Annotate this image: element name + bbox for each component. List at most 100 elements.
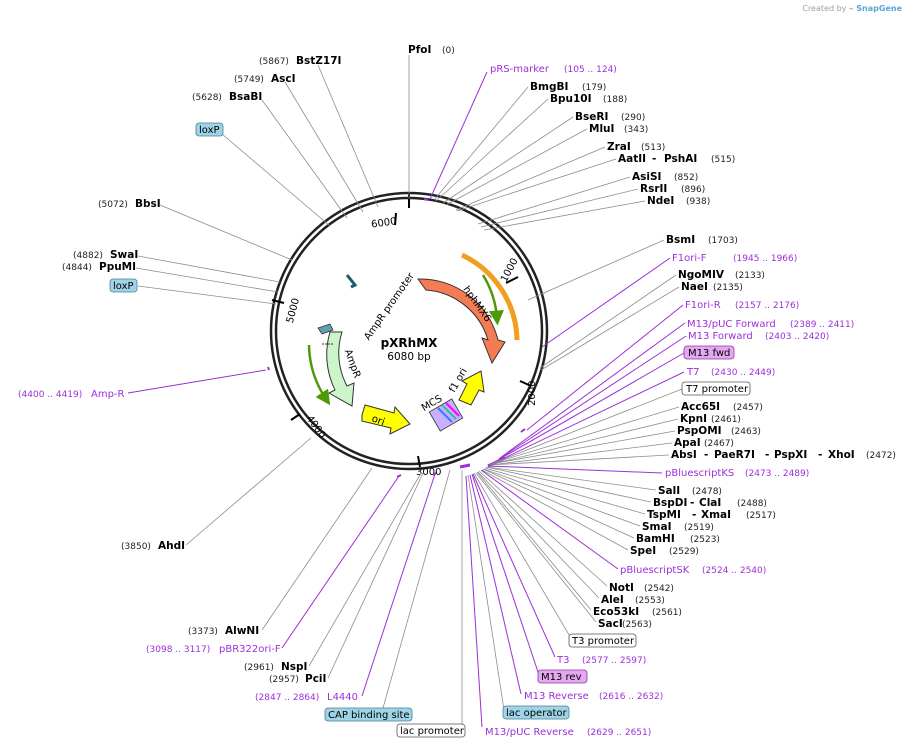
- m13-fwd-label: M13 fwd: [688, 348, 730, 359]
- leader-alwni: [261, 467, 373, 631]
- enzyme-pcii: PciI: [305, 673, 326, 685]
- enzyme-spei-pos: (2529): [669, 547, 699, 557]
- primer-amp-r-range: (4400 .. 4419): [18, 390, 82, 400]
- enzyme-pspomi-pos: (2463): [731, 427, 761, 437]
- leader-loxp-top: [221, 133, 331, 227]
- enzyme-noti: NotI: [609, 582, 634, 594]
- tick-label-6000: 6000: [371, 216, 398, 230]
- leader-mlui: [445, 128, 588, 206]
- leader-m13-reverse: [469, 474, 522, 695]
- enzyme-nspi: NspI: [281, 661, 307, 673]
- leader-noti: [478, 470, 608, 587]
- ampr-promoter-arrow: [317, 323, 334, 335]
- primer-f1ori-f-range: (1945 .. 1966): [733, 254, 797, 264]
- enzyme-bstz17i: BstZ17I: [296, 55, 341, 67]
- leader-acc65i: [492, 406, 680, 464]
- leader-t3: [472, 473, 556, 658]
- credit-brand: SnapGene: [856, 4, 902, 13]
- primer-m13-forward-range: (2403 .. 2420): [765, 332, 829, 342]
- enzyme-rsrii: RsrII: [640, 183, 667, 195]
- primer-l4440: L4440: [327, 692, 358, 703]
- m13-rev-box: [537, 669, 588, 684]
- leader-bsabi: [261, 99, 348, 219]
- enzyme-bamhi-pos: (2523): [690, 535, 720, 545]
- enzyme-bbsi: BbsI: [135, 198, 161, 210]
- leader-aatii: [456, 158, 617, 212]
- leader-bpu10i: [435, 98, 549, 202]
- pRS-marker-site: [423, 198, 429, 201]
- enzyme-absi: AbsI: [671, 449, 697, 461]
- m13-reverse-sites: [459, 463, 471, 469]
- tick-mark-3000: [417, 455, 421, 468]
- leader-eco53ki: [476, 471, 592, 611]
- enzyme-acc65i-pos: (2457): [733, 403, 763, 413]
- tick-label-2000: 2000: [527, 381, 538, 406]
- primer-m13-puc-reverse: M13/pUC Reverse: [485, 727, 574, 738]
- leader-ngomiv: [539, 274, 677, 369]
- enzyme-xhoi: XhoI: [828, 449, 855, 461]
- ori-label: ori: [370, 414, 386, 429]
- lac-operator-label: lac operator: [506, 708, 567, 719]
- mcs-stripe-2: [441, 404, 457, 420]
- leader-t3-promoter: [473, 472, 573, 641]
- leader-m13-puc-forward: [499, 322, 686, 459]
- leader-tspmi: [484, 467, 646, 515]
- primer-t3-range: (2577 .. 2597): [582, 656, 646, 666]
- primer-pbluescriptsk-range: (2524 .. 2540): [702, 566, 766, 576]
- primer-pbluescriptks-range: (2473 .. 2489): [745, 469, 809, 479]
- enzyme-naei: NaeI: [681, 281, 708, 293]
- plasmid-size: 6080 bp: [387, 351, 431, 363]
- primer-m13-reverse: M13 Reverse: [524, 691, 589, 702]
- leader-pbluescriptks: [487, 465, 663, 474]
- leader-pcii: [327, 472, 424, 679]
- loxp-top-box: [195, 122, 224, 137]
- enzyme-aatii-dash: -: [652, 153, 656, 165]
- tick-label-5000: 5000: [285, 297, 302, 324]
- enzyme-xmai: XmaI: [701, 509, 731, 521]
- tick-mark-5000: [271, 299, 285, 304]
- m13-rev-label: M13 rev: [541, 672, 582, 683]
- snapgene-credit: Created by ⌁ SnapGene: [802, 4, 902, 13]
- enzyme-bpu10i-pos: (188): [603, 95, 627, 105]
- leader-kpni: [491, 418, 679, 465]
- t3-promoter-label: T3 promoter: [571, 636, 635, 647]
- leader-naei: [540, 286, 680, 371]
- enzyme-bpu10i: Bpu10I: [550, 93, 592, 105]
- enzyme-tspmi-dash: -: [692, 509, 696, 521]
- enzyme-aatii-pos: (515): [711, 155, 735, 165]
- enzyme-kpni: KpnI: [680, 413, 707, 425]
- f1-ori-arrow: [458, 370, 485, 406]
- leader-pspomi: [490, 430, 676, 465]
- ampr-promoter-mark: [345, 274, 358, 289]
- leader-bstz17i: [317, 64, 379, 208]
- leader-t7: [495, 371, 685, 463]
- t3-promoter-box: [568, 633, 637, 648]
- leader-prs-marker: [429, 71, 488, 200]
- amp-r-site: [267, 366, 270, 371]
- enzyme-pfoi-pos: (0): [442, 46, 455, 56]
- primer-f1ori-f: F1ori-F: [672, 253, 707, 264]
- leader-m13-rev-box: [471, 473, 540, 676]
- enzyme-zrai-pos: (513): [641, 143, 665, 153]
- primer-t7: T7: [686, 367, 699, 378]
- leader-bseri: [442, 116, 574, 204]
- enzyme-bbsi-pos: (5072): [98, 200, 128, 210]
- leader-ahdi: [185, 437, 312, 546]
- mcs-stripe-3: [445, 402, 460, 417]
- enzyme-tspmi: TspMI: [647, 509, 681, 521]
- enzyme-naei-pos: (2135): [713, 283, 743, 293]
- enzyme-bspdi: BspDI: [653, 497, 687, 509]
- primer-t3: T3: [556, 655, 569, 666]
- ampr-arrow: [326, 331, 355, 407]
- primer-pbr322ori-f-range: (3098 .. 3117): [146, 645, 210, 655]
- leader-nspi: [308, 472, 422, 667]
- leader-bbsi: [159, 204, 293, 261]
- enzyme-eco53ki: Eco53kI: [593, 606, 639, 618]
- tick-mark-2000: [519, 380, 532, 387]
- enzyme-sali: SalI: [658, 485, 680, 497]
- enzyme-alei: AleI: [601, 594, 624, 606]
- enzyme-rsrii-pos: (896): [681, 185, 705, 195]
- enzyme-swai-pos: (4882): [73, 251, 103, 261]
- ampr-promoter-label: AmpR promoter: [362, 270, 417, 342]
